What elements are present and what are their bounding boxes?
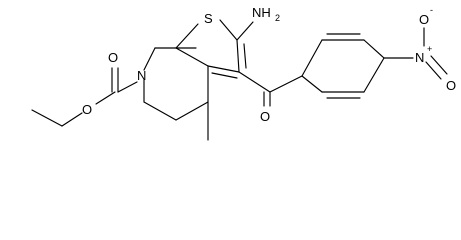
- bonds: [31, 19, 448, 141]
- bond: [363, 57, 385, 93]
- nitro-negative-charge: -: [430, 5, 433, 15]
- bond: [236, 39, 240, 73]
- ester-ether-oxygen-label: O: [82, 102, 92, 117]
- bond: [430, 55, 448, 75]
- bond: [143, 101, 177, 121]
- ring-nitrogen-label: N: [137, 68, 146, 83]
- nitro-single-oxygen-label: O: [419, 12, 429, 27]
- bond: [175, 23, 199, 49]
- atom-labels: S NH 2 N O O O N + O - O: [82, 5, 456, 124]
- bond: [238, 71, 271, 93]
- nitro-double-oxygen-label: O: [446, 78, 456, 93]
- amino-nitrogen-label: NH: [252, 5, 271, 20]
- bond: [301, 39, 323, 77]
- bond: [269, 75, 303, 93]
- ester-carbonyl-oxygen-label: O: [108, 50, 118, 65]
- amino-hydrogen-count: 2: [275, 13, 280, 23]
- bond: [207, 65, 240, 73]
- bond: [175, 101, 209, 121]
- bond: [363, 39, 385, 59]
- bond: [301, 75, 323, 93]
- nitro-nitrogen-label: N: [415, 50, 424, 65]
- bond: [211, 72, 238, 79]
- ketone-oxygen-label: O: [260, 109, 270, 124]
- bond: [61, 112, 83, 127]
- bond: [243, 43, 247, 69]
- bond: [143, 47, 156, 71]
- bond: [95, 91, 116, 105]
- bond: [219, 19, 238, 41]
- bond: [425, 61, 442, 80]
- bond: [236, 21, 254, 41]
- bond: [31, 109, 63, 127]
- bond: [175, 47, 209, 67]
- sulfur-atom-label: S: [204, 11, 213, 26]
- nitro-positive-charge: +: [427, 44, 432, 54]
- chemical-structure: S NH 2 N O O O N + O - O: [31, 5, 456, 141]
- bond: [117, 81, 138, 93]
